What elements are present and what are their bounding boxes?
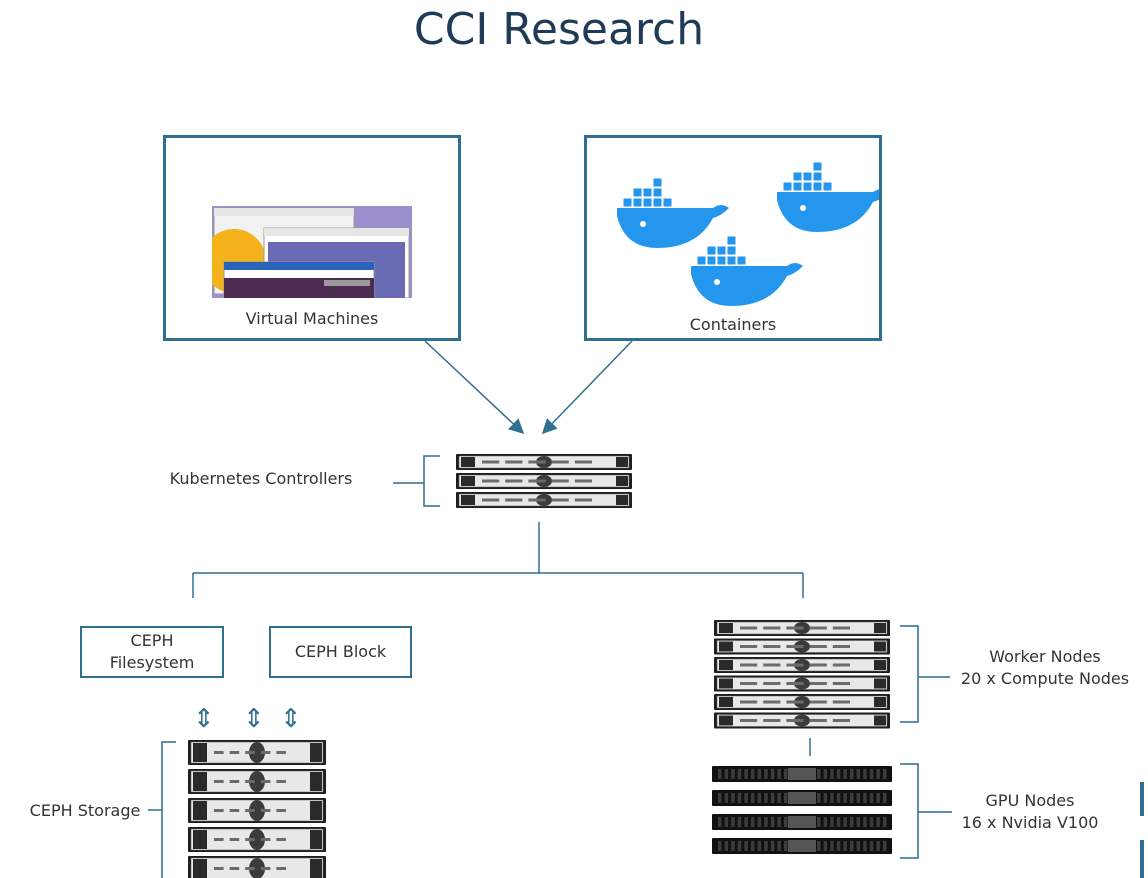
k8s-server-unit — [456, 492, 632, 508]
gpu-server-stack — [712, 766, 892, 854]
worker-nodes-line2: 20 x Compute Nodes — [960, 669, 1130, 688]
k8s-server-unit — [456, 454, 632, 470]
ceph-storage-server-unit — [188, 740, 326, 765]
worker-nodes-line1: Worker Nodes — [989, 647, 1101, 666]
ceph-storage-server-unit — [188, 856, 326, 878]
ceph-storage-bracket — [161, 741, 176, 878]
k8s-controllers-label: Kubernetes Controllers — [169, 469, 353, 488]
worker-server-unit — [714, 694, 890, 710]
k8s-server-unit — [456, 473, 632, 489]
worker-server-unit — [714, 638, 890, 655]
ceph-filesystem-line2: Filesystem — [109, 653, 195, 672]
updown-arrow-icon: ⇕ — [280, 704, 302, 734]
ceph-filesystem-line1: CEPH — [130, 631, 174, 650]
worker-server-unit — [714, 675, 890, 692]
ceph-storage-server-unit — [188, 827, 326, 852]
ceph-block-label: CEPH Block — [294, 642, 387, 661]
worker-server-stack — [714, 620, 890, 729]
worker-server-unit — [714, 712, 890, 729]
ceph-storage-server-unit — [188, 798, 326, 823]
worker-server-unit — [714, 620, 890, 636]
gpu-server-unit — [712, 766, 892, 782]
vm-screenshot-graphic — [202, 206, 412, 299]
ceph-storage-server-unit — [188, 769, 326, 794]
gpu-nodes-line1: GPU Nodes — [985, 791, 1075, 810]
gpu-server-unit — [712, 838, 892, 854]
ceph-storage-server-stack — [188, 740, 326, 878]
worker-bracket — [900, 625, 919, 723]
vm-label: Virtual Machines — [245, 309, 379, 328]
virtual-machines-box: Virtual Machines — [163, 135, 461, 341]
worker-server-unit — [714, 657, 890, 673]
ceph-filesystem-box: CEPH Filesystem — [80, 626, 224, 678]
ceph-storage-label: CEPH Storage — [29, 801, 141, 820]
gpu-bracket — [900, 763, 919, 859]
ceph-block-box: CEPH Block — [269, 626, 412, 678]
updown-arrow-icon: ⇕ — [243, 704, 265, 734]
diagram-title: CCI Research — [413, 4, 705, 55]
gpu-server-unit — [712, 814, 892, 830]
k8s-bracket — [423, 455, 440, 507]
updown-arrow-icon: ⇕ — [193, 704, 215, 734]
gpu-server-unit — [712, 790, 892, 806]
k8s-server-stack — [456, 454, 632, 508]
containers-label: Containers — [689, 315, 777, 334]
containers-to-k8s-arrow — [541, 340, 633, 435]
gpu-nodes-line2: 16 x Nvidia V100 — [961, 813, 1099, 832]
vm-to-k8s-arrow — [424, 340, 525, 435]
vm-windows-illustration — [202, 206, 412, 299]
containers-box: Containers — [584, 135, 882, 341]
